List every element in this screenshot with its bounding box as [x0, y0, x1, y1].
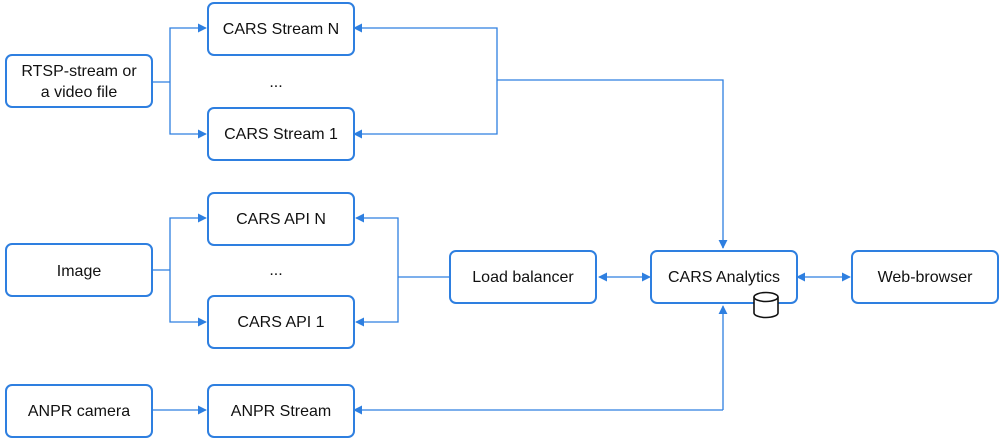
cars-stream-n-node: CARS Stream N	[207, 2, 355, 56]
web-browser-label: Web-browser	[878, 269, 974, 286]
load-balancer-node: Load balancer	[449, 250, 597, 304]
rtsp-source-node: RTSP-stream or a video file	[5, 54, 153, 108]
rtsp-source-line-2: a video file	[41, 84, 118, 101]
edges	[152, 23, 851, 415]
edge-rtsp-to-stream-n	[169, 23, 207, 82]
anpr-camera-label: ANPR camera	[28, 403, 130, 420]
image-source-node: Image	[5, 243, 153, 297]
edge-analytics-to-stream-1	[353, 80, 498, 139]
cars-analytics-node: CARS Analytics	[650, 250, 798, 304]
image-source-label: Image	[57, 263, 102, 280]
edge-balancer-to-api-1	[355, 277, 399, 327]
edge-rtsp-to-stream-1	[169, 82, 207, 139]
edge-analytics-to-streams	[497, 79, 724, 248]
cars-stream-ellipsis: ...	[269, 74, 282, 91]
cars-api-n-label: CARS API N	[236, 211, 326, 228]
load-balancer-label: Load balancer	[472, 269, 574, 286]
edge-balancer-to-api-n	[355, 213, 399, 277]
web-browser-node: Web-browser	[851, 250, 999, 304]
cars-api-1-node: CARS API 1	[207, 295, 355, 349]
cars-stream-1-node: CARS Stream 1	[207, 107, 355, 161]
database-icon	[753, 291, 779, 319]
edge-analytics-to-stream-n	[353, 23, 498, 80]
cars-stream-1-label: CARS Stream 1	[224, 126, 338, 143]
cars-stream-n-label: CARS Stream N	[223, 21, 339, 38]
edge-image-to-api-1	[169, 270, 207, 327]
anpr-stream-node: ANPR Stream	[207, 384, 355, 438]
cars-api-1-label: CARS API 1	[237, 314, 324, 331]
cars-api-n-node: CARS API N	[207, 192, 355, 246]
edge-image-to-api-n	[169, 213, 207, 270]
anpr-stream-label: ANPR Stream	[231, 403, 331, 420]
anpr-camera-node: ANPR camera	[5, 384, 153, 438]
rtsp-source-line-1: RTSP-stream or	[21, 63, 137, 80]
cars-api-ellipsis: ...	[269, 262, 282, 279]
cars-analytics-label: CARS Analytics	[668, 269, 780, 286]
